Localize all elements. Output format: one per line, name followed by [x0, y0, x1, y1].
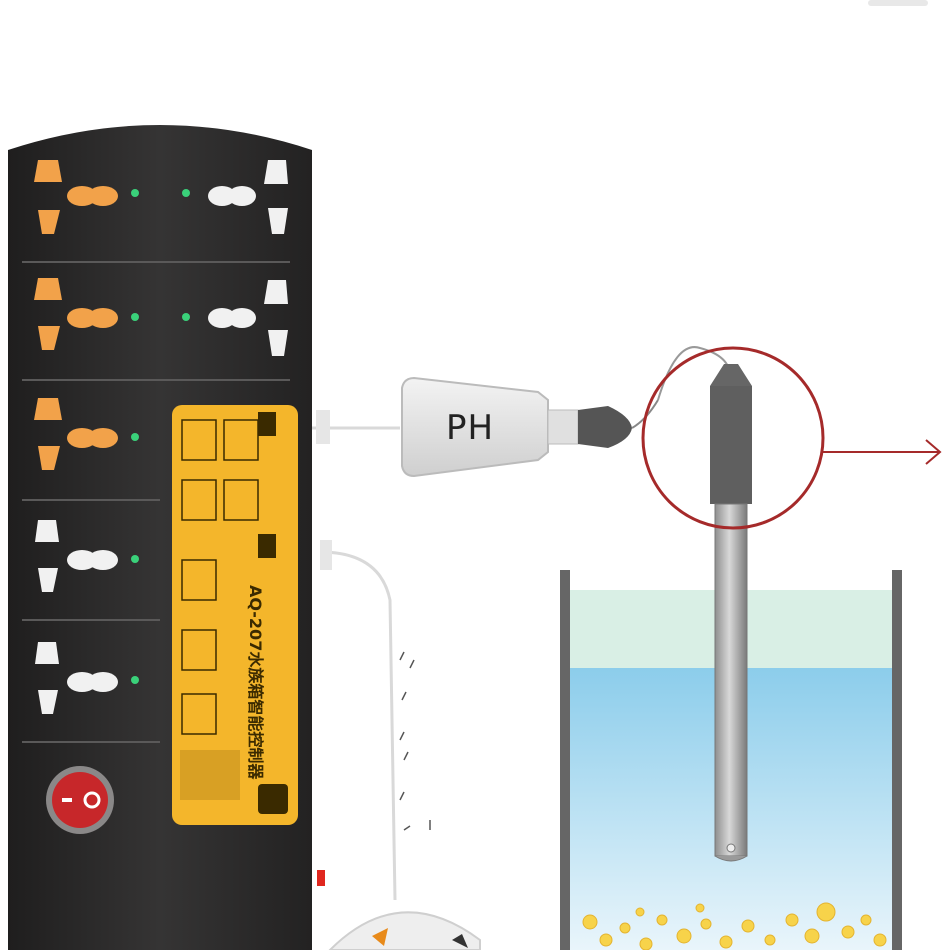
- air-bubbles: [582, 902, 887, 950]
- white-socket-icon: [35, 520, 118, 592]
- highlight-circle: [641, 346, 942, 530]
- led-indicator: [182, 189, 190, 197]
- orange-socket-icon: [34, 398, 118, 470]
- socket-row-4: [35, 520, 139, 592]
- led-indicator: [131, 555, 139, 563]
- ph-connector-plug: [401, 376, 659, 478]
- white-socket-icon: [35, 642, 118, 714]
- detail-callout: [328, 911, 481, 950]
- led-indicator: [131, 313, 139, 321]
- probe-cable: [312, 426, 400, 901]
- socket-row-2: [34, 278, 288, 356]
- ph-label: PH: [446, 408, 495, 448]
- orange-socket-icon: [34, 160, 118, 234]
- controller-model-text: AQ-207水族箱智能控制器: [246, 585, 265, 780]
- led-indicator: [131, 189, 139, 197]
- power-switch[interactable]: [46, 766, 114, 834]
- led-indicator: [131, 433, 139, 441]
- white-socket-icon: [208, 160, 288, 234]
- ph-probe: [657, 346, 752, 862]
- controller-label: AQ-207水族箱智能控制器: [172, 405, 298, 825]
- white-socket-icon: [208, 280, 288, 356]
- socket-row-5: [35, 642, 139, 714]
- watermark-fragment: [868, 0, 928, 6]
- led-indicator: [131, 676, 139, 684]
- socket-row-1: [34, 160, 288, 234]
- socket-row-3: [34, 398, 139, 470]
- cable-marks: [399, 651, 431, 831]
- red-indicator: [317, 870, 325, 886]
- led-indicator: [182, 313, 190, 321]
- orange-socket-icon: [34, 278, 118, 350]
